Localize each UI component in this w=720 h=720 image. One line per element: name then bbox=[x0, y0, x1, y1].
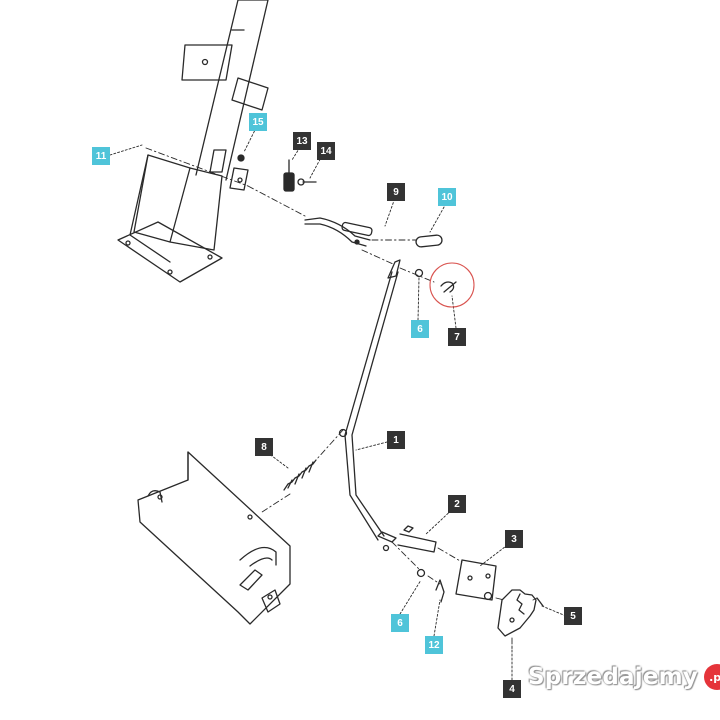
foot-plate bbox=[137, 451, 291, 625]
ratchet-part-4 bbox=[497, 589, 537, 637]
callout-3: 3 bbox=[505, 530, 523, 548]
callout-11: 11 bbox=[92, 147, 110, 165]
callout-7: 7 bbox=[448, 328, 466, 346]
spring-part-8 bbox=[283, 459, 317, 491]
callout-10: 10 bbox=[438, 188, 456, 206]
callout-4: 4 bbox=[503, 680, 521, 698]
watermark-text: Sprzedajemy bbox=[528, 664, 698, 690]
pedal-bracket bbox=[117, 0, 269, 283]
highlight-circle bbox=[429, 262, 475, 308]
bolt-part-14 bbox=[297, 178, 317, 186]
nut-part-15 bbox=[237, 154, 245, 162]
clevis-part-13 bbox=[283, 159, 295, 192]
callout-12: 12 bbox=[425, 636, 443, 654]
callout-6-bottom: 6 bbox=[391, 614, 409, 632]
bracket-part-3 bbox=[455, 559, 497, 601]
washer-part-6-top bbox=[414, 268, 424, 278]
leader-lines bbox=[109, 123, 567, 681]
callout-8: 8 bbox=[255, 438, 273, 456]
washer-part-6-bottom bbox=[416, 568, 426, 578]
callout-2: 2 bbox=[448, 495, 466, 513]
pin-part-5 bbox=[536, 597, 544, 607]
watermark: Sprzedajemy .pl bbox=[528, 664, 720, 690]
callout-15: 15 bbox=[249, 113, 267, 131]
grip-part-10 bbox=[415, 234, 443, 248]
watermark-badge: .pl bbox=[703, 664, 720, 690]
cable-part-9 bbox=[304, 217, 373, 247]
callout-9: 9 bbox=[387, 183, 405, 201]
rod-part-1 bbox=[338, 259, 401, 541]
assembly-lines bbox=[145, 147, 538, 651]
pin-part-2 bbox=[377, 525, 437, 553]
callout-1: 1 bbox=[387, 431, 405, 449]
callout-5: 5 bbox=[564, 607, 582, 625]
clip-part-12 bbox=[435, 579, 445, 603]
clip-part-7 bbox=[440, 281, 457, 293]
callout-6-top: 6 bbox=[411, 320, 429, 338]
callout-14: 14 bbox=[317, 142, 335, 160]
callout-13: 13 bbox=[293, 132, 311, 150]
